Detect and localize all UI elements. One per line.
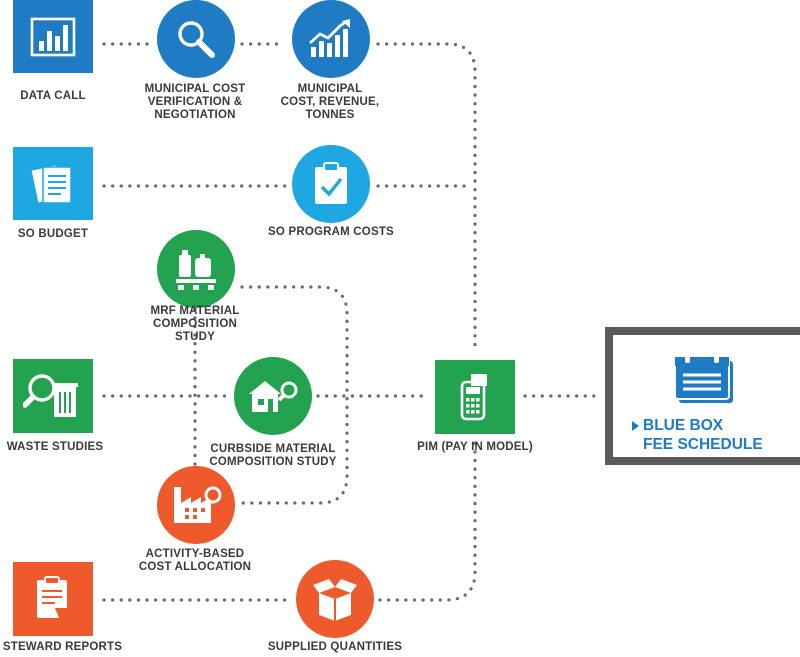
calendar-icon <box>674 351 733 403</box>
connector-revenue-pim <box>376 42 477 354</box>
curbside-material-study-label: CURBSIDE MATERIAL COMPOSITION STUDY <box>209 443 337 468</box>
bottles-pallet-icon <box>176 250 216 290</box>
waste-studies-node[interactable] <box>13 359 93 433</box>
steward-reports-node[interactable] <box>13 562 93 636</box>
magnifier-icon <box>178 21 215 58</box>
fee-schedule-panel: BLUE BOX FEE SCHEDULE <box>613 335 800 457</box>
data-call-node[interactable] <box>13 0 93 73</box>
so-budget-label: SO BUDGET <box>17 228 89 240</box>
connector-supplied-pim <box>378 438 477 602</box>
activity-based-cost-node[interactable] <box>157 466 235 544</box>
municipal-cost-verification-label: MUNICIPAL COST VERIFICATION & NEGOTIATIO… <box>144 83 246 121</box>
documents-icon <box>31 163 72 204</box>
magnifier-bin-icon <box>23 374 78 417</box>
factory-magnifier-icon <box>174 486 222 523</box>
activity-based-cost-label: ACTIVITY-BASED COST ALLOCATION <box>138 548 252 573</box>
trend-chart-icon <box>309 19 350 57</box>
so-program-costs-label: SO PROGRAM COSTS <box>268 226 394 238</box>
report-icon <box>37 576 67 618</box>
clipboard-check-icon <box>315 162 347 204</box>
municipal-cost-revenue-label: MUNICIPAL COST, REVENUE, TONNES <box>280 83 380 121</box>
bar-chart-icon <box>30 17 76 56</box>
box-icon <box>313 579 357 621</box>
data-call-label: DATA CALL <box>20 90 86 102</box>
supplied-quantities-label: SUPPLIED QUANTITIES <box>267 641 403 653</box>
municipal-cost-revenue-node[interactable] <box>292 0 370 78</box>
municipal-cost-verification-node[interactable] <box>157 0 235 78</box>
house-magnifier-icon <box>249 381 298 412</box>
fee-schedule-box[interactable]: BLUE BOX FEE SCHEDULE <box>605 327 800 465</box>
pim-node[interactable] <box>435 360 515 434</box>
supplied-quantities-node[interactable] <box>296 560 374 638</box>
so-program-costs-node[interactable] <box>292 145 370 223</box>
so-budget-node[interactable] <box>13 147 93 220</box>
play-arrow-icon <box>632 421 639 431</box>
calculator-receipt-icon <box>460 374 487 421</box>
steward-reports-label: STEWARD REPORTS <box>2 641 123 653</box>
curbside-material-study-node[interactable] <box>234 357 312 435</box>
mrf-material-study-node[interactable] <box>157 230 235 308</box>
mrf-material-study-label: MRF MATERIAL COMPOSITION STUDY <box>150 305 240 343</box>
fee-schedule-title: BLUE BOX FEE SCHEDULE <box>643 417 763 453</box>
pim-label: PIM (PAY IN MODEL) <box>417 441 533 453</box>
waste-studies-label: WASTE STUDIES <box>6 441 104 453</box>
